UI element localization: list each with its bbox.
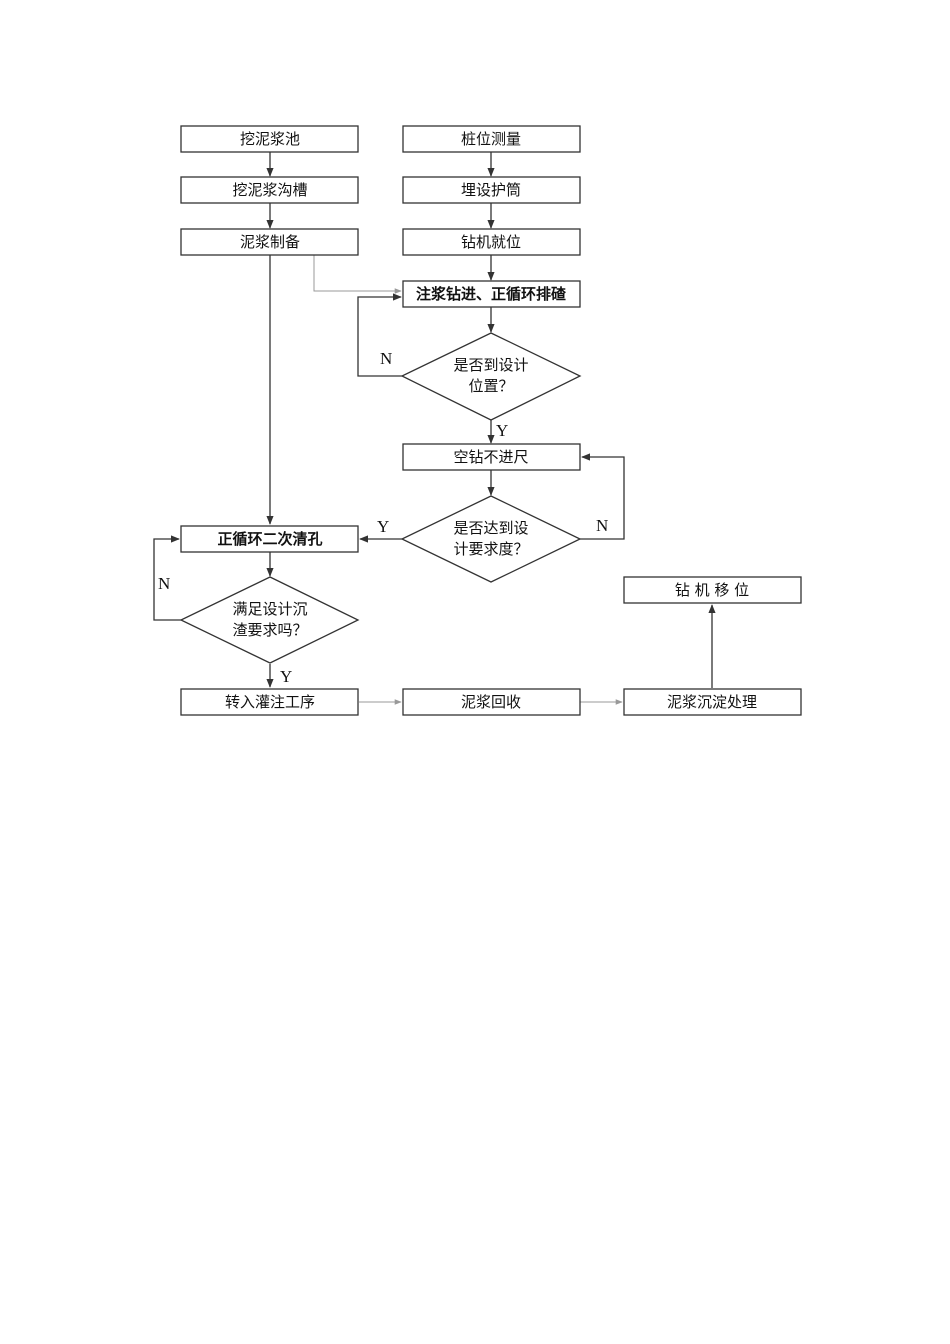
box-mud-settle-label: 泥浆沉淀处理	[667, 693, 757, 711]
decision-design-position-line2: 位置？	[468, 377, 513, 395]
label-sediment-yes: Y	[280, 667, 292, 686]
box-rig-position: 钻机就位	[402, 228, 581, 256]
box-rig-position-label: 钻机就位	[461, 233, 521, 251]
box-dig-trench-label: 挖泥浆沟槽	[232, 181, 307, 199]
box-mud-prep-label: 泥浆制备	[240, 233, 300, 251]
box-second-clean-label: 正循环二次清孔	[217, 530, 322, 548]
arrow-prep-to-drilling	[313, 255, 402, 294]
box-pile-survey-label: 桩位测量	[461, 130, 521, 148]
box-pouring-label: 转入灌注工序	[225, 693, 315, 711]
label-depth-yes: Y	[377, 517, 389, 536]
box-casing: 埋设护筒	[402, 176, 581, 204]
box-mud-recovery: 泥浆回收	[402, 688, 581, 716]
box-rig-move-label: 钻 机 移 位	[675, 581, 749, 599]
box-drilling: 注浆钻进、正循环排碴	[402, 280, 581, 308]
box-pouring: 转入灌注工序	[180, 688, 359, 716]
box-second-clean: 正循环二次清孔	[180, 525, 359, 553]
decision-sediment-line1: 满足设计沉	[232, 600, 307, 618]
box-idle-drill: 空钻不进尺	[402, 443, 581, 471]
box-mud-settle: 泥浆沉淀处理	[623, 688, 802, 716]
decision-design-depth-line1: 是否达到设	[453, 519, 528, 537]
box-rig-move: 钻 机 移 位	[623, 576, 802, 604]
decision-sediment: 满足设计沉 渣要求吗？	[179, 576, 360, 664]
decision-design-position-line1: 是否到设计	[453, 356, 528, 374]
box-dig-trench: 挖泥浆沟槽	[180, 176, 359, 204]
box-pile-survey: 桩位测量	[402, 125, 581, 153]
label-position-no: N	[380, 349, 392, 368]
arrow-q-position-no-loop	[357, 293, 402, 377]
arrow-q-sediment-no-loop	[153, 535, 181, 621]
box-dig-pit: 挖泥浆池	[180, 125, 359, 153]
label-position-yes: Y	[496, 421, 508, 440]
label-depth-no: N	[596, 516, 608, 535]
label-sediment-no: N	[158, 574, 170, 593]
box-drilling-label: 注浆钻进、正循环排碴	[416, 285, 567, 303]
box-idle-drill-label: 空钻不进尺	[453, 448, 528, 466]
connectors	[153, 152, 716, 705]
box-dig-pit-label: 挖泥浆池	[240, 130, 300, 148]
arrow-q-depth-no-loop	[580, 453, 625, 540]
decision-design-depth-line2: 计要求度？	[453, 540, 528, 558]
decision-design-position: 是否到设计 位置？	[400, 332, 582, 421]
box-mud-prep: 泥浆制备	[180, 228, 359, 256]
decision-design-depth: 是否达到设 计要求度？	[400, 495, 582, 583]
box-casing-label: 埋设护筒	[461, 181, 521, 199]
box-mud-recovery-label: 泥浆回收	[461, 693, 521, 711]
decision-sediment-line2: 渣要求吗？	[232, 621, 307, 639]
